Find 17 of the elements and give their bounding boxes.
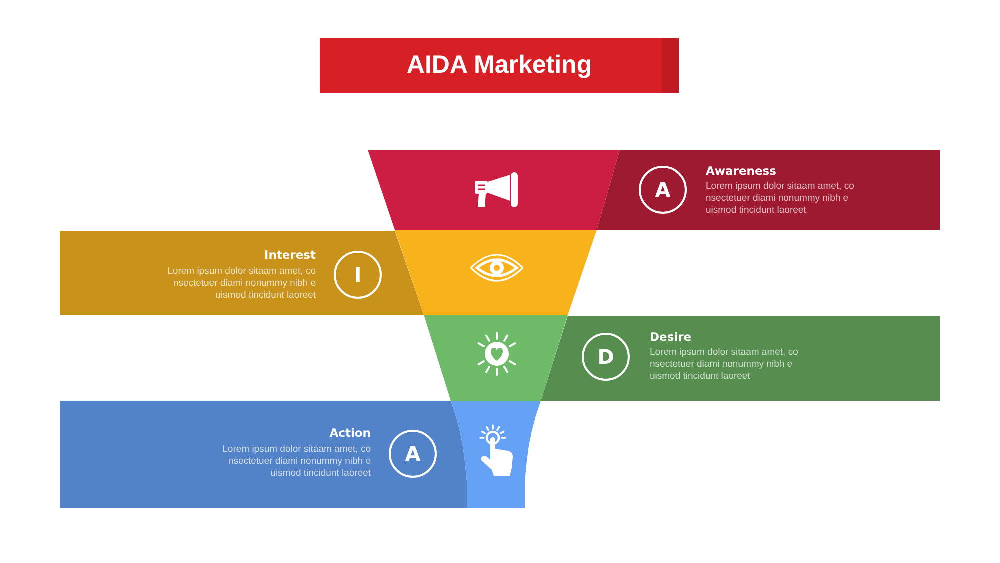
- stage-band: [60, 231, 424, 315]
- stage-heading: Interest: [264, 248, 316, 262]
- stage-description: Lorem ipsum dolor sitaam amet, co nsectetuer diami nonummy nibh e uismod tincidunt laoreet: [650, 347, 800, 383]
- stage-heading: Awareness: [706, 164, 776, 178]
- stage-band: [541, 316, 940, 401]
- stage-band: [597, 150, 940, 230]
- title-banner: AIDA Marketing: [320, 38, 679, 93]
- stage-band: [60, 401, 468, 508]
- stage-heading: Action: [330, 426, 371, 440]
- letter-circle: I: [334, 251, 382, 299]
- letter-circle: A: [389, 430, 437, 478]
- letter-circle: A: [639, 166, 687, 214]
- stage-description: Lorem ipsum dolor sitaam amet, co nsectetuer diami nonummy nibh e uismod tincidunt laoreet: [166, 266, 316, 302]
- stage-heading: Desire: [650, 330, 692, 344]
- letter-circle: D: [582, 333, 630, 381]
- stage-description: Lorem ipsum dolor sitaam amet, co nsectetuer diami nonummy nibh e uismod tincidunt laoreet: [222, 444, 371, 480]
- stage-description: Lorem ipsum dolor sitaam amet, co nsectetuer diami nonummy nibh e uismod tincidunt laoreet: [706, 181, 856, 217]
